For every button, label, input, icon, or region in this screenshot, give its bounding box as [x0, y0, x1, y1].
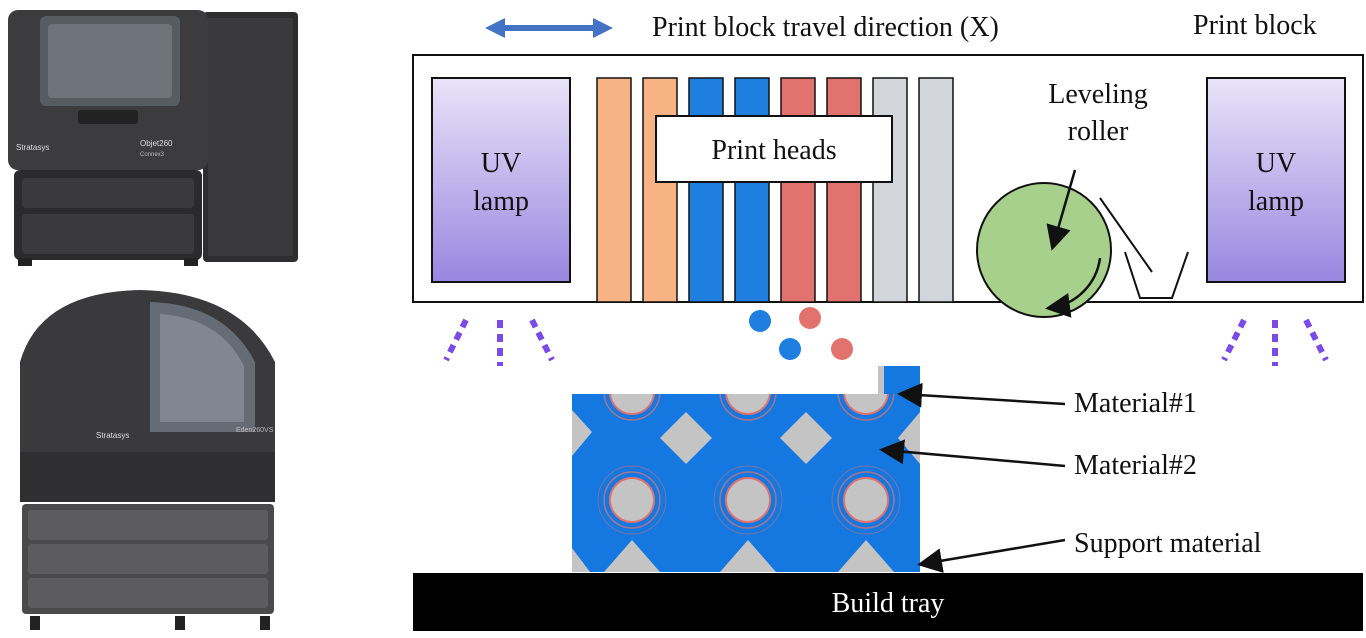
support-material-label: Support material — [1074, 528, 1262, 559]
leveling-roller-label-1: Leveling — [1048, 79, 1148, 110]
uv-lamp-left-label-1: UV — [481, 148, 521, 179]
printer-model-bottom: Eden260VS — [236, 427, 274, 434]
leveling-roller — [976, 182, 1112, 318]
scraper — [1099, 197, 1189, 299]
material-1-cells — [597, 394, 901, 535]
travel-direction-label: Print block travel direction (X) — [652, 12, 999, 43]
build-tray — [413, 573, 1363, 631]
print-head-red-1 — [780, 77, 816, 303]
material-2-arrow — [879, 439, 1066, 468]
support-cells — [572, 410, 920, 572]
travel-direction-arrow — [485, 18, 613, 38]
print-head-blue-2 — [734, 77, 770, 303]
roller-pointer-arrow — [1046, 169, 1077, 251]
printer-brand-top: Stratasys — [16, 143, 49, 152]
material-2-label: Material#2 — [1074, 450, 1197, 481]
printer-photo-objet260: Stratasys Objet260 Connex3 — [0, 0, 303, 276]
print-heads — [596, 77, 954, 303]
droplet-red — [799, 307, 821, 329]
print-head-gray-1 — [872, 77, 908, 303]
print-head-orange-1 — [596, 77, 632, 303]
print-head-red-2 — [826, 77, 862, 303]
print-head-gray-2 — [918, 77, 954, 303]
material-1-arrow — [897, 382, 1066, 408]
leveling-roller-label-2: roller — [1068, 116, 1129, 147]
droplet-red — [831, 338, 853, 360]
uv-lamp-left-label-2: lamp — [473, 186, 529, 217]
uv-lamp-right-label-1: UV — [1256, 148, 1296, 179]
uv-lamp-right — [1206, 77, 1346, 283]
print-head-orange-2 — [642, 77, 678, 303]
print-block-label: Print block — [1193, 10, 1317, 41]
printer-photo-eden260vs: Stratasys Eden260VS — [0, 282, 303, 638]
roller-rotation-arrow — [1045, 257, 1102, 318]
print-heads-label: Print heads — [711, 135, 836, 166]
droplet-blue — [779, 338, 801, 360]
printer-series-top: Connex3 — [140, 152, 165, 158]
uv-light-left — [443, 318, 555, 366]
printer-model-top: Objet260 — [140, 139, 173, 148]
print-head-blue-1 — [688, 77, 724, 303]
print-heads-label-box — [655, 115, 893, 183]
uv-lamp-right-label-2: lamp — [1248, 186, 1304, 217]
material-1-label: Material#1 — [1074, 388, 1197, 419]
uv-lamp-left — [431, 77, 571, 283]
printer-brand-bottom: Stratasys — [96, 431, 129, 440]
droplet-blue — [749, 310, 771, 332]
support-material-arrow — [917, 538, 1066, 574]
uv-light-right — [1221, 318, 1329, 366]
build-tray-label: Build tray — [832, 588, 945, 619]
printed-part — [572, 366, 920, 572]
